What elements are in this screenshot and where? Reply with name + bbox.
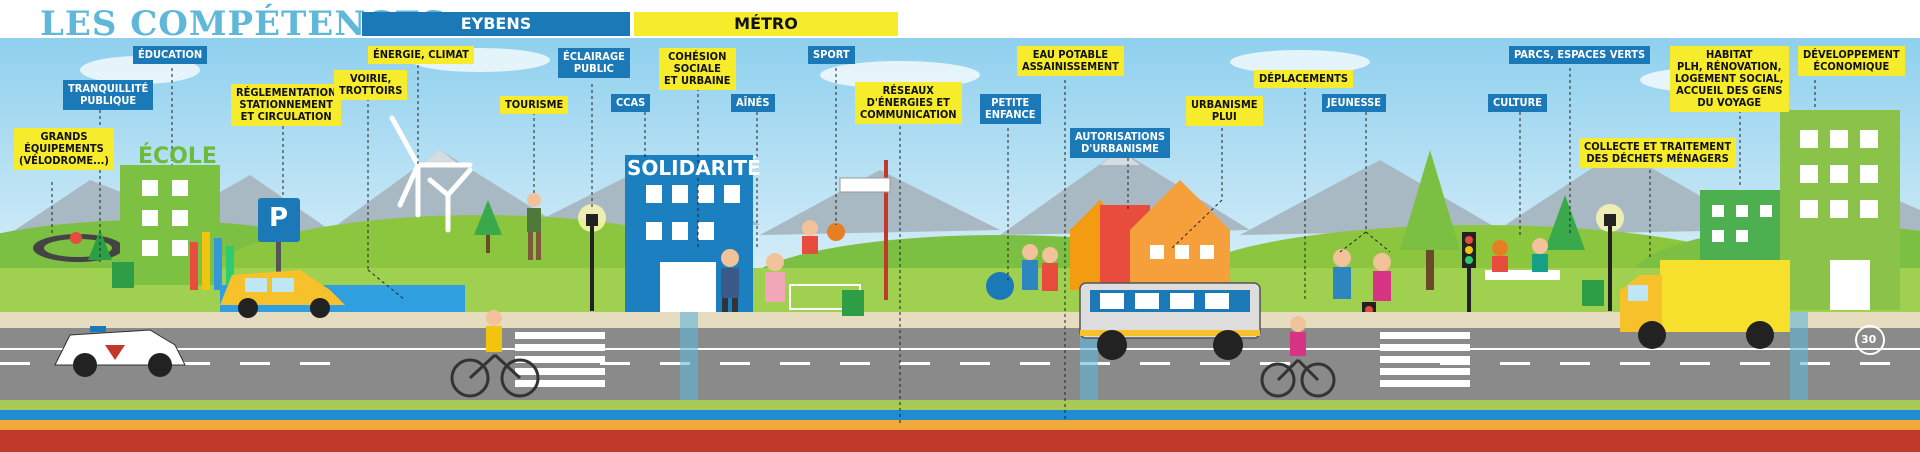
label-energie-climat: ÉNERGIE, CLIMAT bbox=[368, 46, 474, 64]
cyclist-left bbox=[450, 353, 540, 398]
street-lamp bbox=[578, 204, 606, 311]
label-parcs-espaces-verts: PARCS, ESPACES VERTS bbox=[1509, 46, 1651, 64]
label-cohesion-sociale: COHÉSION SOCIALE ET URBAINE bbox=[659, 48, 736, 90]
teens bbox=[1333, 249, 1391, 301]
park-bench bbox=[1485, 238, 1560, 280]
label-reglementation: RÉGLEMENTATION STATIONNEMENT ET CIRCULAT… bbox=[231, 84, 342, 126]
label-habitat: HABITAT PLH, RÉNOVATION, LOGEMENT SOCIAL… bbox=[1670, 46, 1789, 112]
parking-sign bbox=[258, 198, 300, 242]
school-sign: ÉCOLE bbox=[138, 144, 217, 169]
parking-letter: P bbox=[269, 203, 289, 233]
legend-eybens: EYBENS bbox=[362, 12, 630, 36]
trees-right bbox=[1400, 150, 1585, 290]
garbage-truck bbox=[1620, 260, 1790, 349]
label-sport: SPORT bbox=[808, 46, 855, 64]
legend-metro: MÉTRO bbox=[634, 12, 898, 36]
label-deplacements: DÉPLACEMENTS bbox=[1254, 70, 1353, 88]
label-jeunesse: JEUNESSE bbox=[1322, 94, 1387, 112]
speed-limit-text: 30 bbox=[1861, 333, 1877, 346]
label-petite-enfance: PETITE ENFANCE bbox=[980, 94, 1041, 124]
bus bbox=[1079, 282, 1261, 360]
label-eau-potable: EAU POTABLE ASSAINISSEMENT bbox=[1017, 46, 1124, 76]
label-reseaux: RÉSEAUX D'ÉNERGIES ET COMMUNICATION bbox=[855, 82, 962, 124]
houses bbox=[1070, 180, 1230, 290]
label-autorisations-urbanisme: AUTORISATIONS D'URBANISME bbox=[1070, 128, 1171, 158]
crosswalks bbox=[515, 332, 1470, 387]
strata-blue bbox=[0, 410, 1920, 420]
speed-marking bbox=[1855, 325, 1885, 355]
label-education: ÉDUCATION bbox=[133, 46, 208, 64]
recycling-bins bbox=[112, 262, 1604, 316]
wind-turbines bbox=[389, 115, 473, 233]
label-collecte-dechets: COLLECTE ET TRAITEMENT DES DÉCHETS MÉNAG… bbox=[1579, 138, 1737, 168]
strata-orange bbox=[0, 420, 1920, 430]
label-tourisme: TOURISME bbox=[500, 96, 569, 114]
elders bbox=[721, 249, 785, 322]
family bbox=[986, 244, 1058, 300]
street-lamp-right bbox=[1596, 204, 1624, 311]
sidewalk bbox=[0, 312, 1920, 328]
label-culture: CULTURE bbox=[1488, 94, 1547, 112]
label-grands-equipements: GRANDS ÉQUIPEMENTS (VÉLODROME...) bbox=[14, 128, 114, 170]
label-voirie: VOIRIE, TROTTOIRS bbox=[334, 70, 408, 100]
label-ccas: CCAS bbox=[611, 94, 651, 112]
label-developpement-economique: DÉVELOPPEMENT ÉCONOMIQUE bbox=[1798, 46, 1905, 76]
habitat-buildings bbox=[1700, 110, 1900, 310]
label-urbanisme-plui: URBANISME PLUi bbox=[1186, 96, 1263, 126]
road-markings bbox=[0, 348, 1920, 365]
strata-green bbox=[0, 400, 1920, 410]
yellow-car bbox=[220, 270, 345, 318]
strata-red bbox=[0, 430, 1920, 452]
water-pipe bbox=[680, 312, 698, 412]
label-tranquillite-publique: TRANQUILLITÉ PUBLIQUE bbox=[63, 80, 154, 110]
cyclist-right bbox=[1260, 358, 1336, 398]
tourist bbox=[527, 193, 541, 260]
solidarite-sign: SOLIDARITÉ bbox=[627, 156, 761, 180]
police-car bbox=[54, 326, 186, 377]
label-eclairage-public: ÉCLAIRAGE PUBLIC bbox=[558, 48, 630, 78]
label-aines: AÎNÉS bbox=[731, 94, 775, 112]
pencils bbox=[190, 232, 234, 290]
basketball-hoop bbox=[802, 160, 891, 300]
